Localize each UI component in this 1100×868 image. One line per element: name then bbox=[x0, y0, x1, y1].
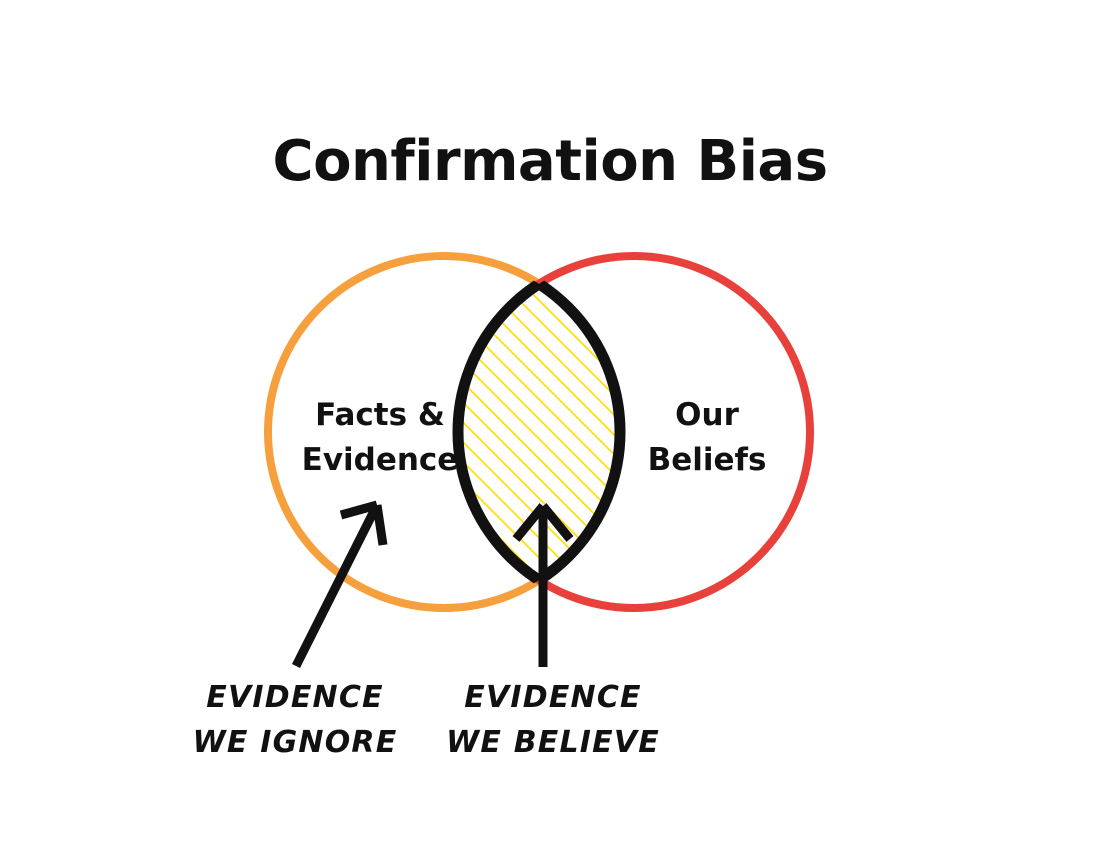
label-facts-line1: Facts & bbox=[315, 397, 445, 433]
label-our-beliefs: Our Beliefs bbox=[648, 397, 767, 478]
label-beliefs-line2: Beliefs bbox=[648, 442, 767, 478]
overlap-lens-outline-left bbox=[458, 256, 626, 608]
arrow-head-vertical-right-wing bbox=[539, 503, 574, 542]
overlap-lens-outline-group bbox=[458, 256, 626, 608]
annotation-evidence-we-ignore: EVIDENCE WE IGNORE bbox=[193, 680, 398, 760]
annotation-believe-line2: WE BELIEVE bbox=[446, 725, 660, 760]
arrow-head-vertical-left-wing bbox=[512, 503, 547, 542]
annotation-ignore-line1: EVIDENCE bbox=[206, 680, 384, 715]
label-facts-line2: Evidence bbox=[302, 442, 459, 478]
diagram-title: Confirmation Bias bbox=[272, 129, 827, 194]
annotation-evidence-we-believe: EVIDENCE WE BELIEVE bbox=[446, 680, 660, 760]
annotation-believe-line1: EVIDENCE bbox=[464, 680, 642, 715]
annotation-ignore-line2: WE IGNORE bbox=[193, 725, 398, 760]
arrow-head-left-wing bbox=[339, 500, 379, 520]
arrow-shaft-diagonal bbox=[291, 502, 382, 669]
arrow-evidence-we-ignore bbox=[291, 500, 388, 669]
overlap-lens-outline-right bbox=[452, 256, 620, 608]
arrow-head-right-wing bbox=[372, 504, 388, 546]
label-beliefs-line1: Our bbox=[675, 397, 739, 433]
label-facts-and-evidence: Facts & Evidence bbox=[302, 397, 459, 478]
arrow-evidence-we-believe bbox=[512, 503, 574, 667]
